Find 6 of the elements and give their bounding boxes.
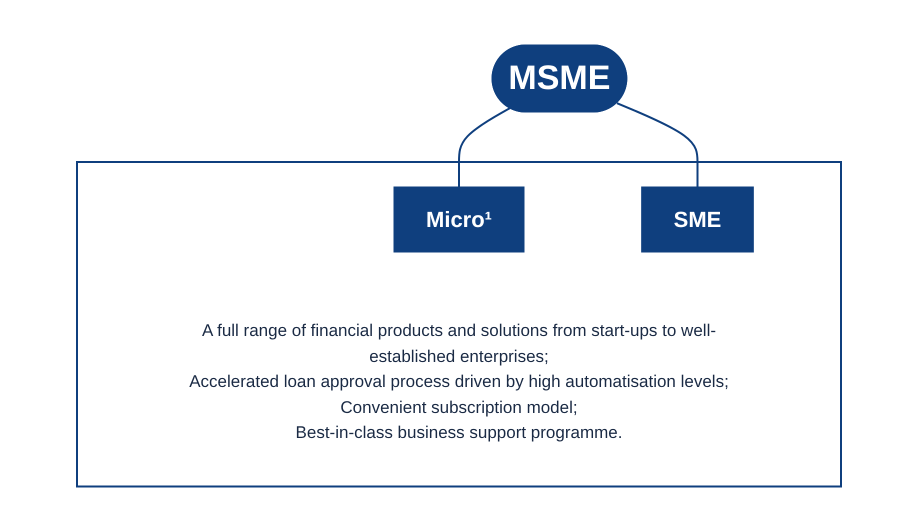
connector — [616, 102, 698, 188]
node-text: A full range of financial products and solutions from start-ups to well-established enterprises; Accelerated loan approval process driven by high automatisation levels; Convenient subscription model; Best-in-class business support programme. — [188, 321, 728, 442]
connector — [458, 108, 510, 188]
node-box: SME — [640, 186, 754, 253]
cluster — [76, 161, 842, 488]
node-box: Micro¹ — [393, 186, 524, 253]
